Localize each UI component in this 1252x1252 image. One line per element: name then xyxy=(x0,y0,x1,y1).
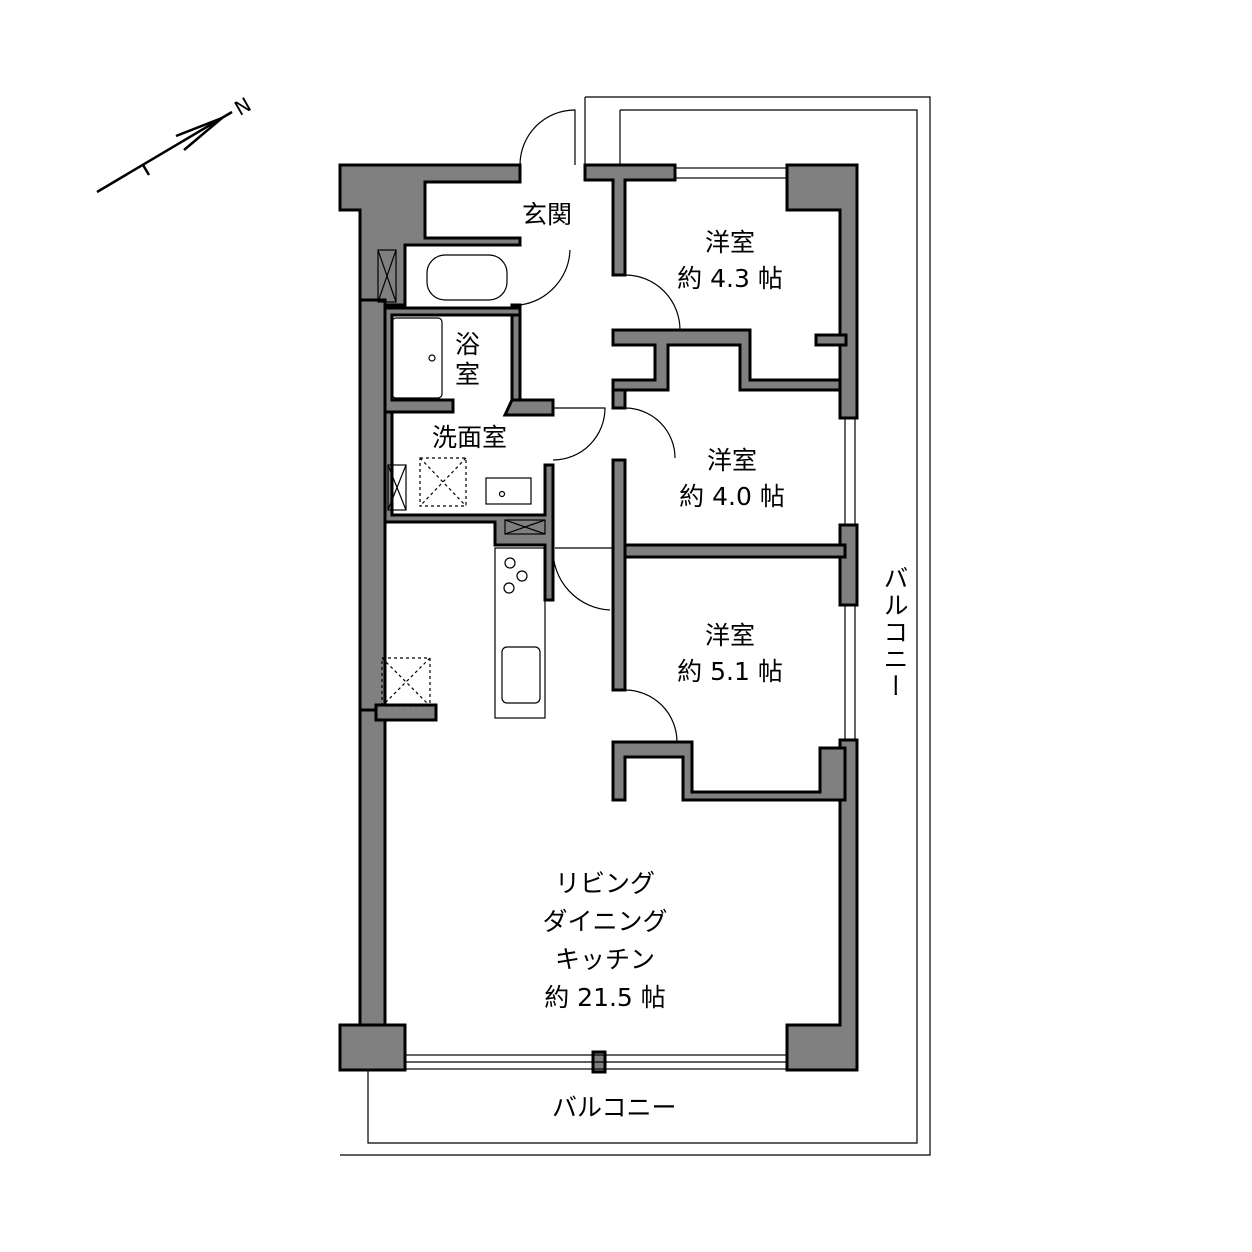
room-label-bath: 浴 室 xyxy=(455,330,480,390)
fixtures xyxy=(377,249,546,719)
room-size: 約 4.0 帖 xyxy=(679,482,785,511)
fridge-space-icon xyxy=(381,657,431,707)
room-name: 洋室 xyxy=(706,446,757,475)
kitchen-sink-icon xyxy=(501,646,541,704)
room-name-line: キッチン xyxy=(554,945,655,974)
sink-icon xyxy=(485,477,532,505)
north-arrow-icon: N xyxy=(96,92,255,194)
room-name-part: 室 xyxy=(455,360,481,389)
washer-space-icon xyxy=(419,457,467,507)
room-label-entrance: 玄関 xyxy=(522,200,573,229)
room-label-washroom: 洗面室 xyxy=(432,423,508,452)
room-name-part: 浴 xyxy=(455,330,481,359)
room-name-line: ダイニング xyxy=(542,907,668,936)
balcony-label-side: バルコニー xyxy=(880,565,909,700)
room-label-western1: 洋室 約 4.3 帖 xyxy=(660,225,800,297)
room-size: 約 5.1 帖 xyxy=(677,657,783,686)
room-name: 洋室 xyxy=(704,621,755,650)
room-label-western2: 洋室 約 4.0 帖 xyxy=(662,443,802,515)
room-label-western3: 洋室 約 5.1 帖 xyxy=(660,618,800,690)
room-size: 約 4.3 帖 xyxy=(677,264,783,293)
toilet-icon xyxy=(426,254,508,301)
balcony-label-bottom: バルコニー xyxy=(552,1093,677,1122)
room-name: 洋室 xyxy=(704,228,755,257)
walls xyxy=(338,163,859,1074)
bathtub-icon xyxy=(391,317,443,399)
room-label-ldk: リビング ダイニング キッチン 約 21.5 帖 xyxy=(500,865,710,1017)
svg-text:N: N xyxy=(230,92,255,120)
doors xyxy=(519,109,681,743)
room-name-line: リビング xyxy=(554,869,655,898)
windows xyxy=(404,167,856,1070)
stove-icon xyxy=(504,557,516,569)
balcony-outline xyxy=(340,96,931,1156)
kitchen-counter xyxy=(494,547,546,719)
room-size: 約 21.5 帖 xyxy=(544,983,666,1012)
